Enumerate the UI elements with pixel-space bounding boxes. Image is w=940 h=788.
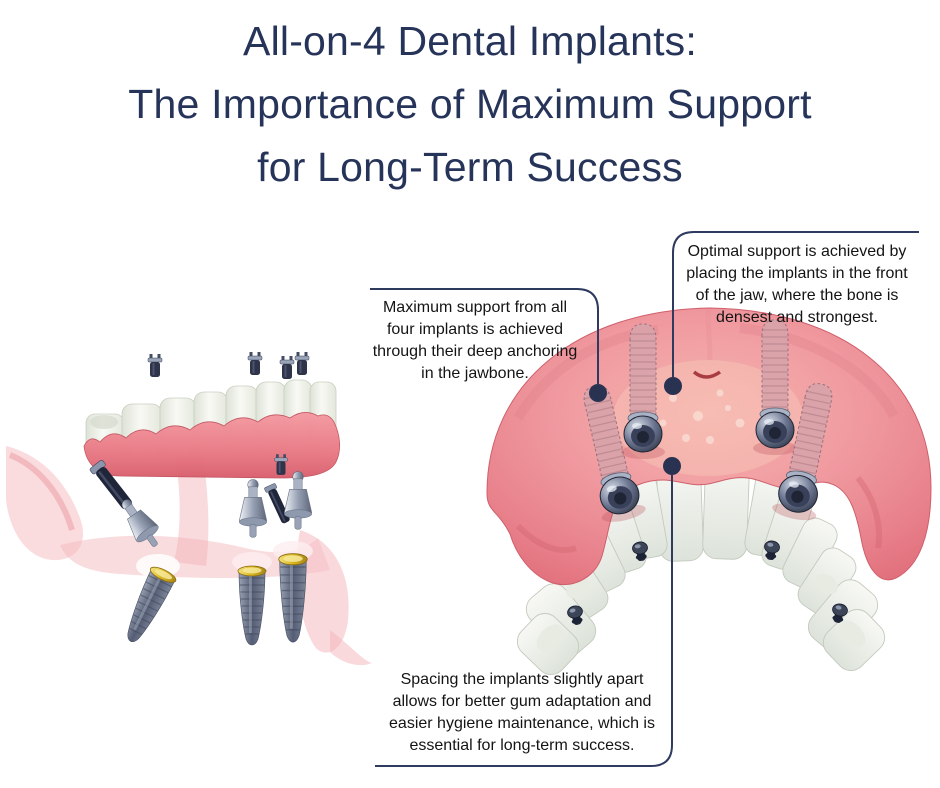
callout-spacing-line: essential for long-term success. xyxy=(409,737,635,754)
callout-anchoring: Maximum support from all four implants i… xyxy=(352,297,598,385)
callout-spacing-line: Spacing the implants slightly apart xyxy=(400,671,644,688)
callout-anchoring-line: in the jawbone. xyxy=(421,365,529,382)
callout-anchoring-line: through their deep anchoring xyxy=(372,343,578,360)
title-line-2: The Importance of Maximum Support xyxy=(128,81,812,127)
page-title: All-on-4 Dental Implants: The Importance… xyxy=(0,10,940,199)
title-line-3: for Long-Term Success xyxy=(257,144,683,190)
exploded-denture-illustration xyxy=(6,351,372,666)
callout-placement-line: placing the implants in the front xyxy=(686,265,908,282)
callout-placement-line: Optimal support is achieved by xyxy=(687,243,907,260)
callout-anchoring-line: Maximum support from all xyxy=(382,299,568,316)
callout-spacing-line: allows for better gum adaptation and xyxy=(392,693,652,710)
callout-spacing: Spacing the implants slightly apart allo… xyxy=(369,669,675,757)
callout-placement: Optimal support is achieved by placing t… xyxy=(674,241,920,329)
callout-spacing-line: easier hygiene maintenance, which is xyxy=(389,715,655,732)
callout-anchoring-line: four implants is achieved xyxy=(386,321,564,338)
title-line-1: All-on-4 Dental Implants: xyxy=(243,18,697,64)
callout-placement-line: of the jaw, where the bone is xyxy=(695,287,899,304)
bone-highlight xyxy=(232,552,272,572)
callout-placement-line: densest and strongest. xyxy=(716,309,878,326)
